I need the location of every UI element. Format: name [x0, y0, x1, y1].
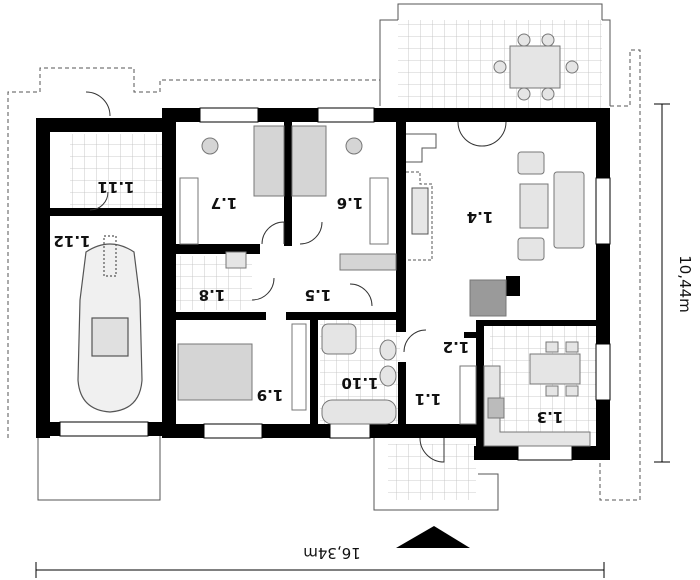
room-label-1-9: 1.9 [257, 386, 284, 404]
depth-label: 10,44m [676, 255, 694, 313]
terrace-dining-set [493, 33, 579, 101]
living-room-furniture [469, 151, 585, 317]
room-label-1-7: 1.7 [211, 194, 238, 212]
windows [59, 107, 611, 461]
depth-dimension: 10,44m [654, 103, 694, 463]
room-label-1-12: 1.12 [53, 232, 90, 250]
room-label-1-1: 1.1 [415, 390, 442, 408]
room-label-1-5: 1.5 [305, 286, 332, 304]
room-label-1-3: 1.3 [537, 408, 564, 426]
room-label-1-6: 1.6 [337, 194, 364, 212]
bedroom-furniture [177, 125, 477, 425]
room-label-1-8: 1.8 [199, 286, 226, 304]
room-label-1-2: 1.2 [443, 338, 470, 356]
room-labels: 1.1 1.2 1.3 1.4 1.5 1.6 1.7 1.8 1.9 1.10… [53, 178, 563, 426]
terrace-outline [7, 3, 641, 511]
room-label-1-10: 1.10 [341, 374, 378, 392]
door-swings [85, 91, 507, 463]
room-label-1-4: 1.4 [467, 208, 494, 226]
kitchen-furniture [483, 341, 591, 447]
width-dimension: 16,34m [35, 544, 605, 578]
bathroom-fixtures [225, 251, 397, 425]
entrance-arrow-icon [396, 526, 470, 548]
car-icon [77, 235, 143, 413]
stairs-area [406, 133, 437, 261]
room-label-1-11: 1.11 [97, 178, 134, 196]
width-label: 16,34m [303, 544, 361, 562]
